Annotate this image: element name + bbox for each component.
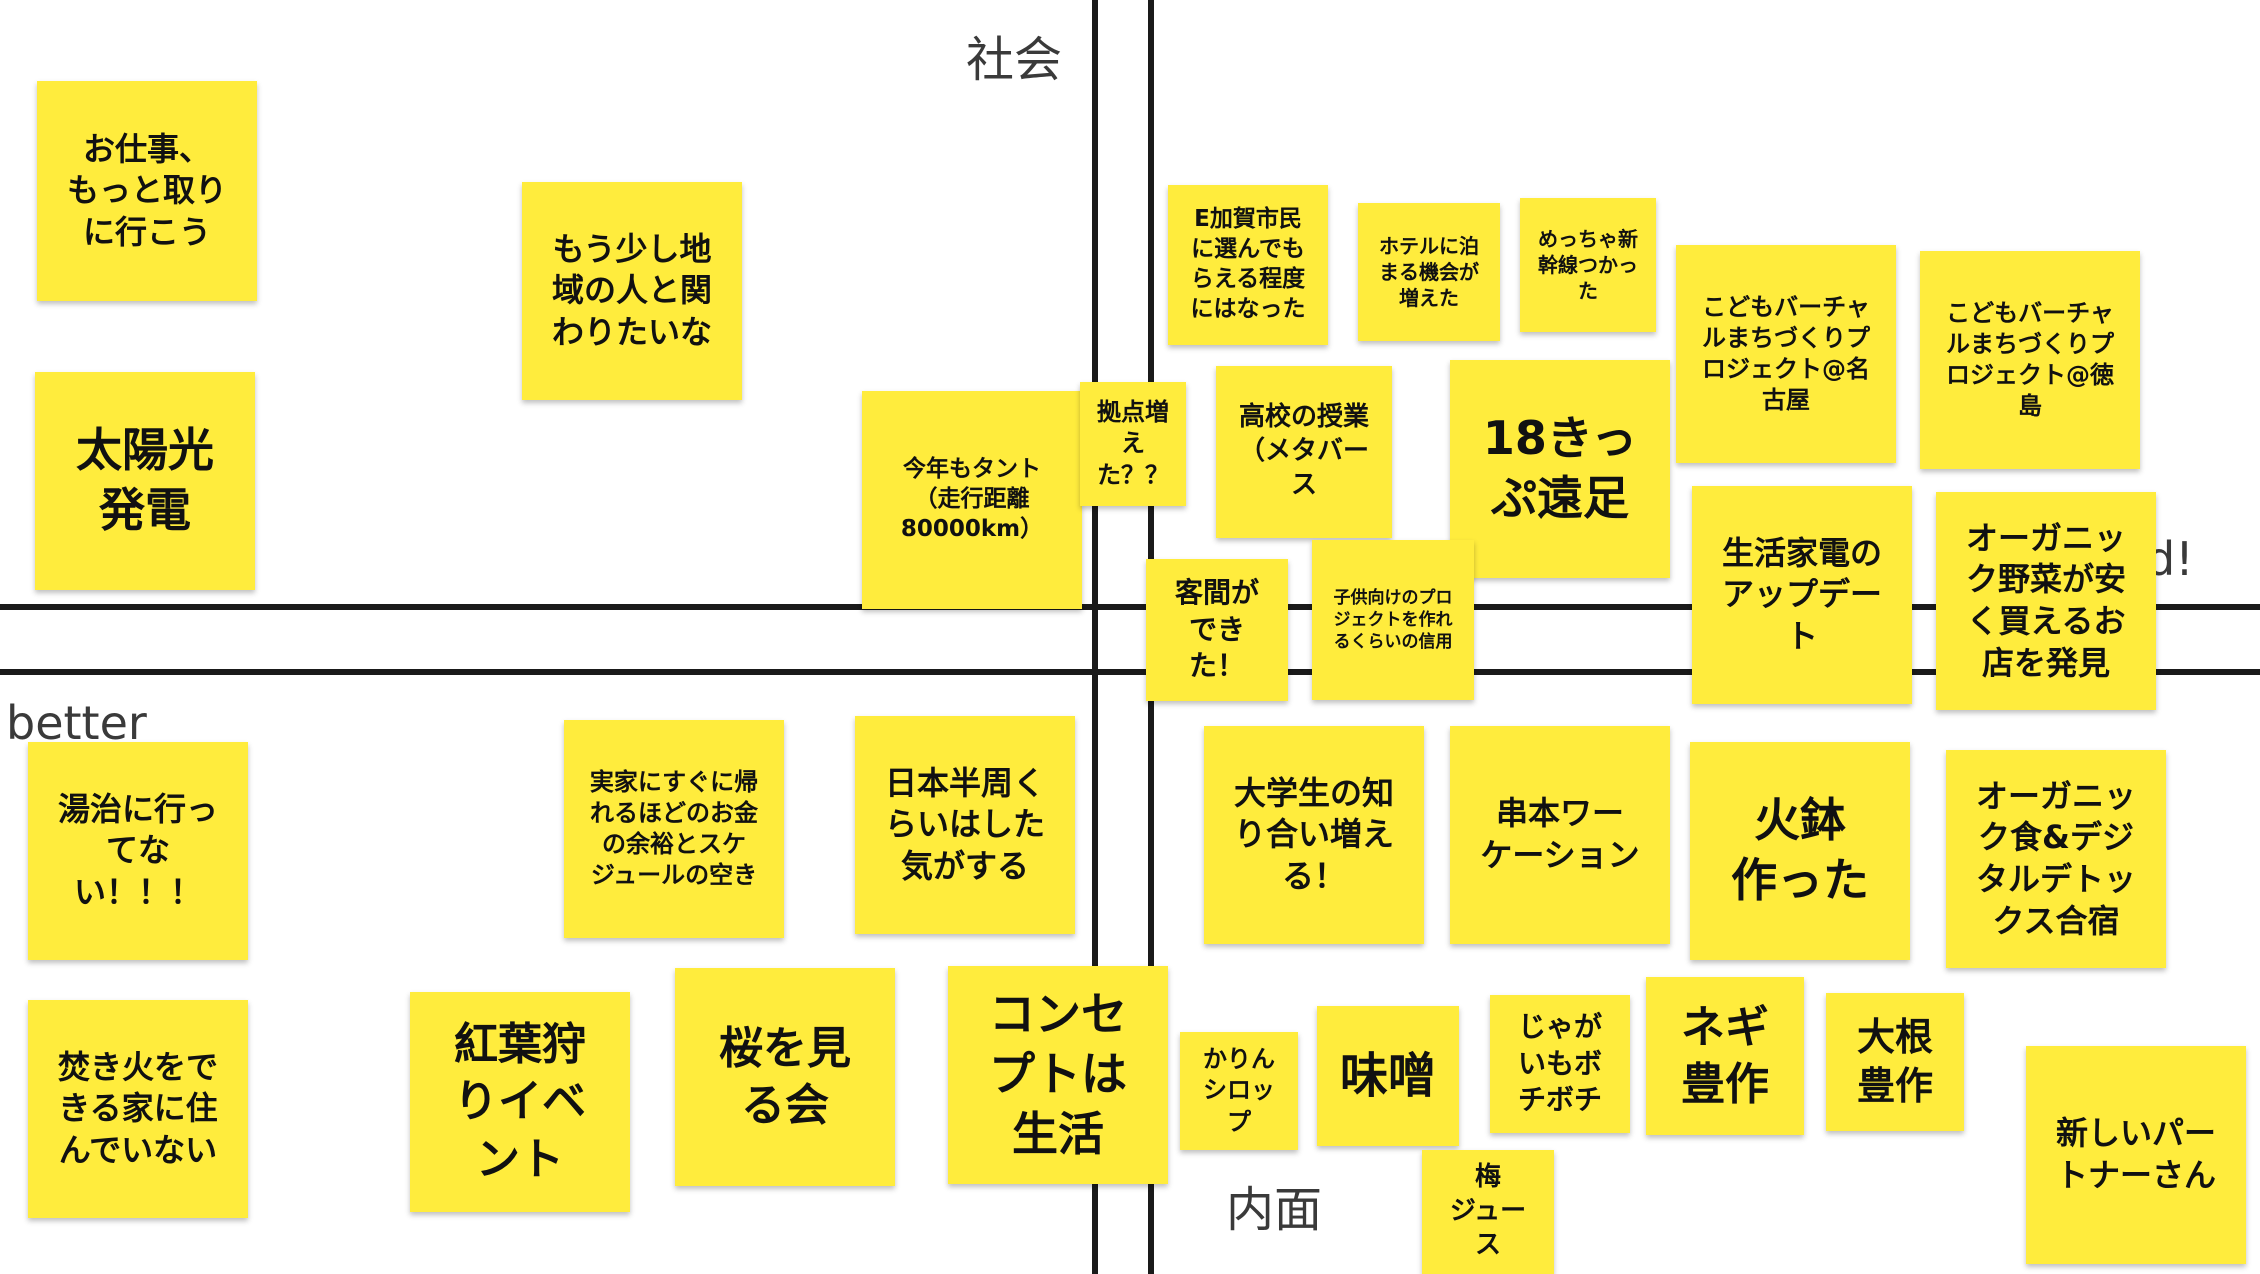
sticky-note[interactable]: 18きっぷ遠足 [1450,360,1670,578]
sticky-note-text: 拠点増えた？？ [1097,398,1169,489]
vertical-axis-line-left [1092,0,1098,1274]
sticky-note-text: 火鉢作った [1731,793,1869,907]
sticky-note[interactable]: コンセプトは生活 [948,966,1168,1184]
sticky-note[interactable]: ホテルに泊まる機会が増えた [1358,203,1500,341]
horizontal-axis-line-bottom [0,669,2260,675]
sticky-note-text: こどもバーチャルまちづくりプロジェクト@名古屋 [1702,292,1870,415]
sticky-note-text: 客間ができた！ [1174,576,1259,683]
horizontal-axis-line-top [0,604,2260,610]
sticky-note-text: 紅葉狩りイベント [454,1019,586,1185]
sticky-note-text: ネギ豊作 [1681,1001,1769,1110]
sticky-note[interactable]: 紅葉狩りイベント [410,992,630,1212]
sticky-note-text: 子供向けのプロジェクトを作れるくらいの信用 [1333,587,1453,653]
sticky-note[interactable]: 太陽光発電 [35,372,255,590]
sticky-note[interactable]: オーガニック食&デジタルデトックス合宿 [1946,750,2166,968]
sticky-note-text: かりんシロップ [1203,1045,1275,1136]
sticky-note[interactable]: 子供向けのプロジェクトを作れるくらいの信用 [1312,540,1474,700]
axis-label-bottom: 内面 [1226,1182,1323,1238]
sticky-note-text: 太陽光発電 [76,423,214,537]
sticky-note[interactable]: お仕事、もっと取りに行こう [37,81,257,301]
sticky-note[interactable]: ネギ豊作 [1646,977,1804,1135]
sticky-note-text: 新しいパートナーさん [2055,1114,2216,1194]
sticky-note[interactable]: かりんシロップ [1180,1032,1298,1150]
sticky-note-text: E加賀市民に選んでもらえる程度にはなった [1190,206,1306,322]
sticky-note[interactable]: こどもバーチャルまちづくりプロジェクト@徳島 [1920,251,2140,469]
sticky-note[interactable]: 客間ができた！ [1146,559,1288,701]
sticky-note-text: 実家にすぐに帰れるほどのお金の余裕とスケジュールの空き [589,767,759,890]
sticky-note[interactable]: 日本半周くらいはした気がする [855,716,1075,934]
sticky-note-text: 大根豊作 [1856,1014,1933,1108]
sticky-note-text: こどもバーチャルまちづくりプロジェクト@徳島 [1946,298,2114,421]
sticky-note[interactable]: 湯治に行ってない！！！ [28,742,248,960]
sticky-note-text: 大学生の知り合い増える！ [1233,773,1394,895]
sticky-note-text: じゃがいもボチボチ [1517,1010,1602,1117]
sticky-note[interactable]: 大根豊作 [1826,993,1964,1131]
sticky-note[interactable]: こどもバーチャルまちづくりプロジェクト@名古屋 [1676,245,1896,463]
sticky-note[interactable]: 梅ジュース [1422,1150,1554,1274]
sticky-note[interactable]: E加賀市民に選んでもらえる程度にはなった [1168,185,1328,345]
sticky-note[interactable]: 生活家電のアップデート [1692,486,1912,704]
sticky-note[interactable]: 高校の授業（メタバース [1216,366,1392,538]
sticky-note-text: ホテルに泊まる機会が増えた [1379,234,1479,310]
sticky-note[interactable]: 拠点増えた？？ [1080,382,1186,506]
sticky-note-text: 桜を見る会 [719,1022,851,1131]
sticky-note[interactable]: オーガニック野菜が安く買えるお店を発見 [1936,492,2156,710]
sticky-note[interactable]: 焚き火をできる家に住んでいない [28,1000,248,1218]
sticky-note-text: コンセプトは生活 [989,987,1127,1161]
sticky-note[interactable]: 味噌 [1317,1006,1459,1146]
sticky-note[interactable]: 新しいパートナーさん [2026,1046,2246,1264]
sticky-note-text: 高校の授業（メタバース [1238,402,1369,500]
sticky-note-text: 生活家電のアップデート [1721,533,1882,655]
sticky-note[interactable]: 大学生の知り合い増える！ [1204,726,1424,944]
sticky-note-text: 味噌 [1339,1047,1436,1104]
sticky-note[interactable]: めっちゃ新幹線つかった [1520,198,1656,332]
sticky-note-text: 梅ジュース [1449,1162,1527,1260]
sticky-note[interactable]: 火鉢作った [1690,742,1910,960]
axis-label-top: 社会 [966,32,1063,88]
sticky-note[interactable]: もう少し地域の人と関わりたいな [522,182,742,400]
sticky-note-text: もう少し地域の人と関わりたいな [551,229,712,351]
sticky-note-text: オーガニック食&デジタルデトックス合宿 [1975,776,2136,940]
sticky-note-text: お仕事、もっと取りに行こう [66,129,227,251]
sticky-note-text: 串本ワーケーション [1480,794,1640,874]
sticky-note[interactable]: 実家にすぐに帰れるほどのお金の余裕とスケジュールの空き [564,720,784,938]
sticky-note-text: 焚き火をできる家に住んでいない [57,1047,218,1169]
axis-label-left: better [6,696,147,750]
sticky-note-text: 湯治に行ってない！！！ [57,789,218,911]
sticky-note-text: 18きっぷ遠足 [1482,411,1638,525]
sticky-note[interactable]: 串本ワーケーション [1450,726,1670,944]
sticky-note-text: 日本半周くらいはした気がする [884,763,1045,885]
sticky-note[interactable]: 桜を見る会 [675,968,895,1186]
sticky-note-text: めっちゃ新幹線つかった [1538,227,1638,303]
sticky-note[interactable]: じゃがいもボチボチ [1490,995,1630,1133]
sticky-note-text: オーガニック野菜が安く買えるお店を発見 [1965,518,2126,682]
